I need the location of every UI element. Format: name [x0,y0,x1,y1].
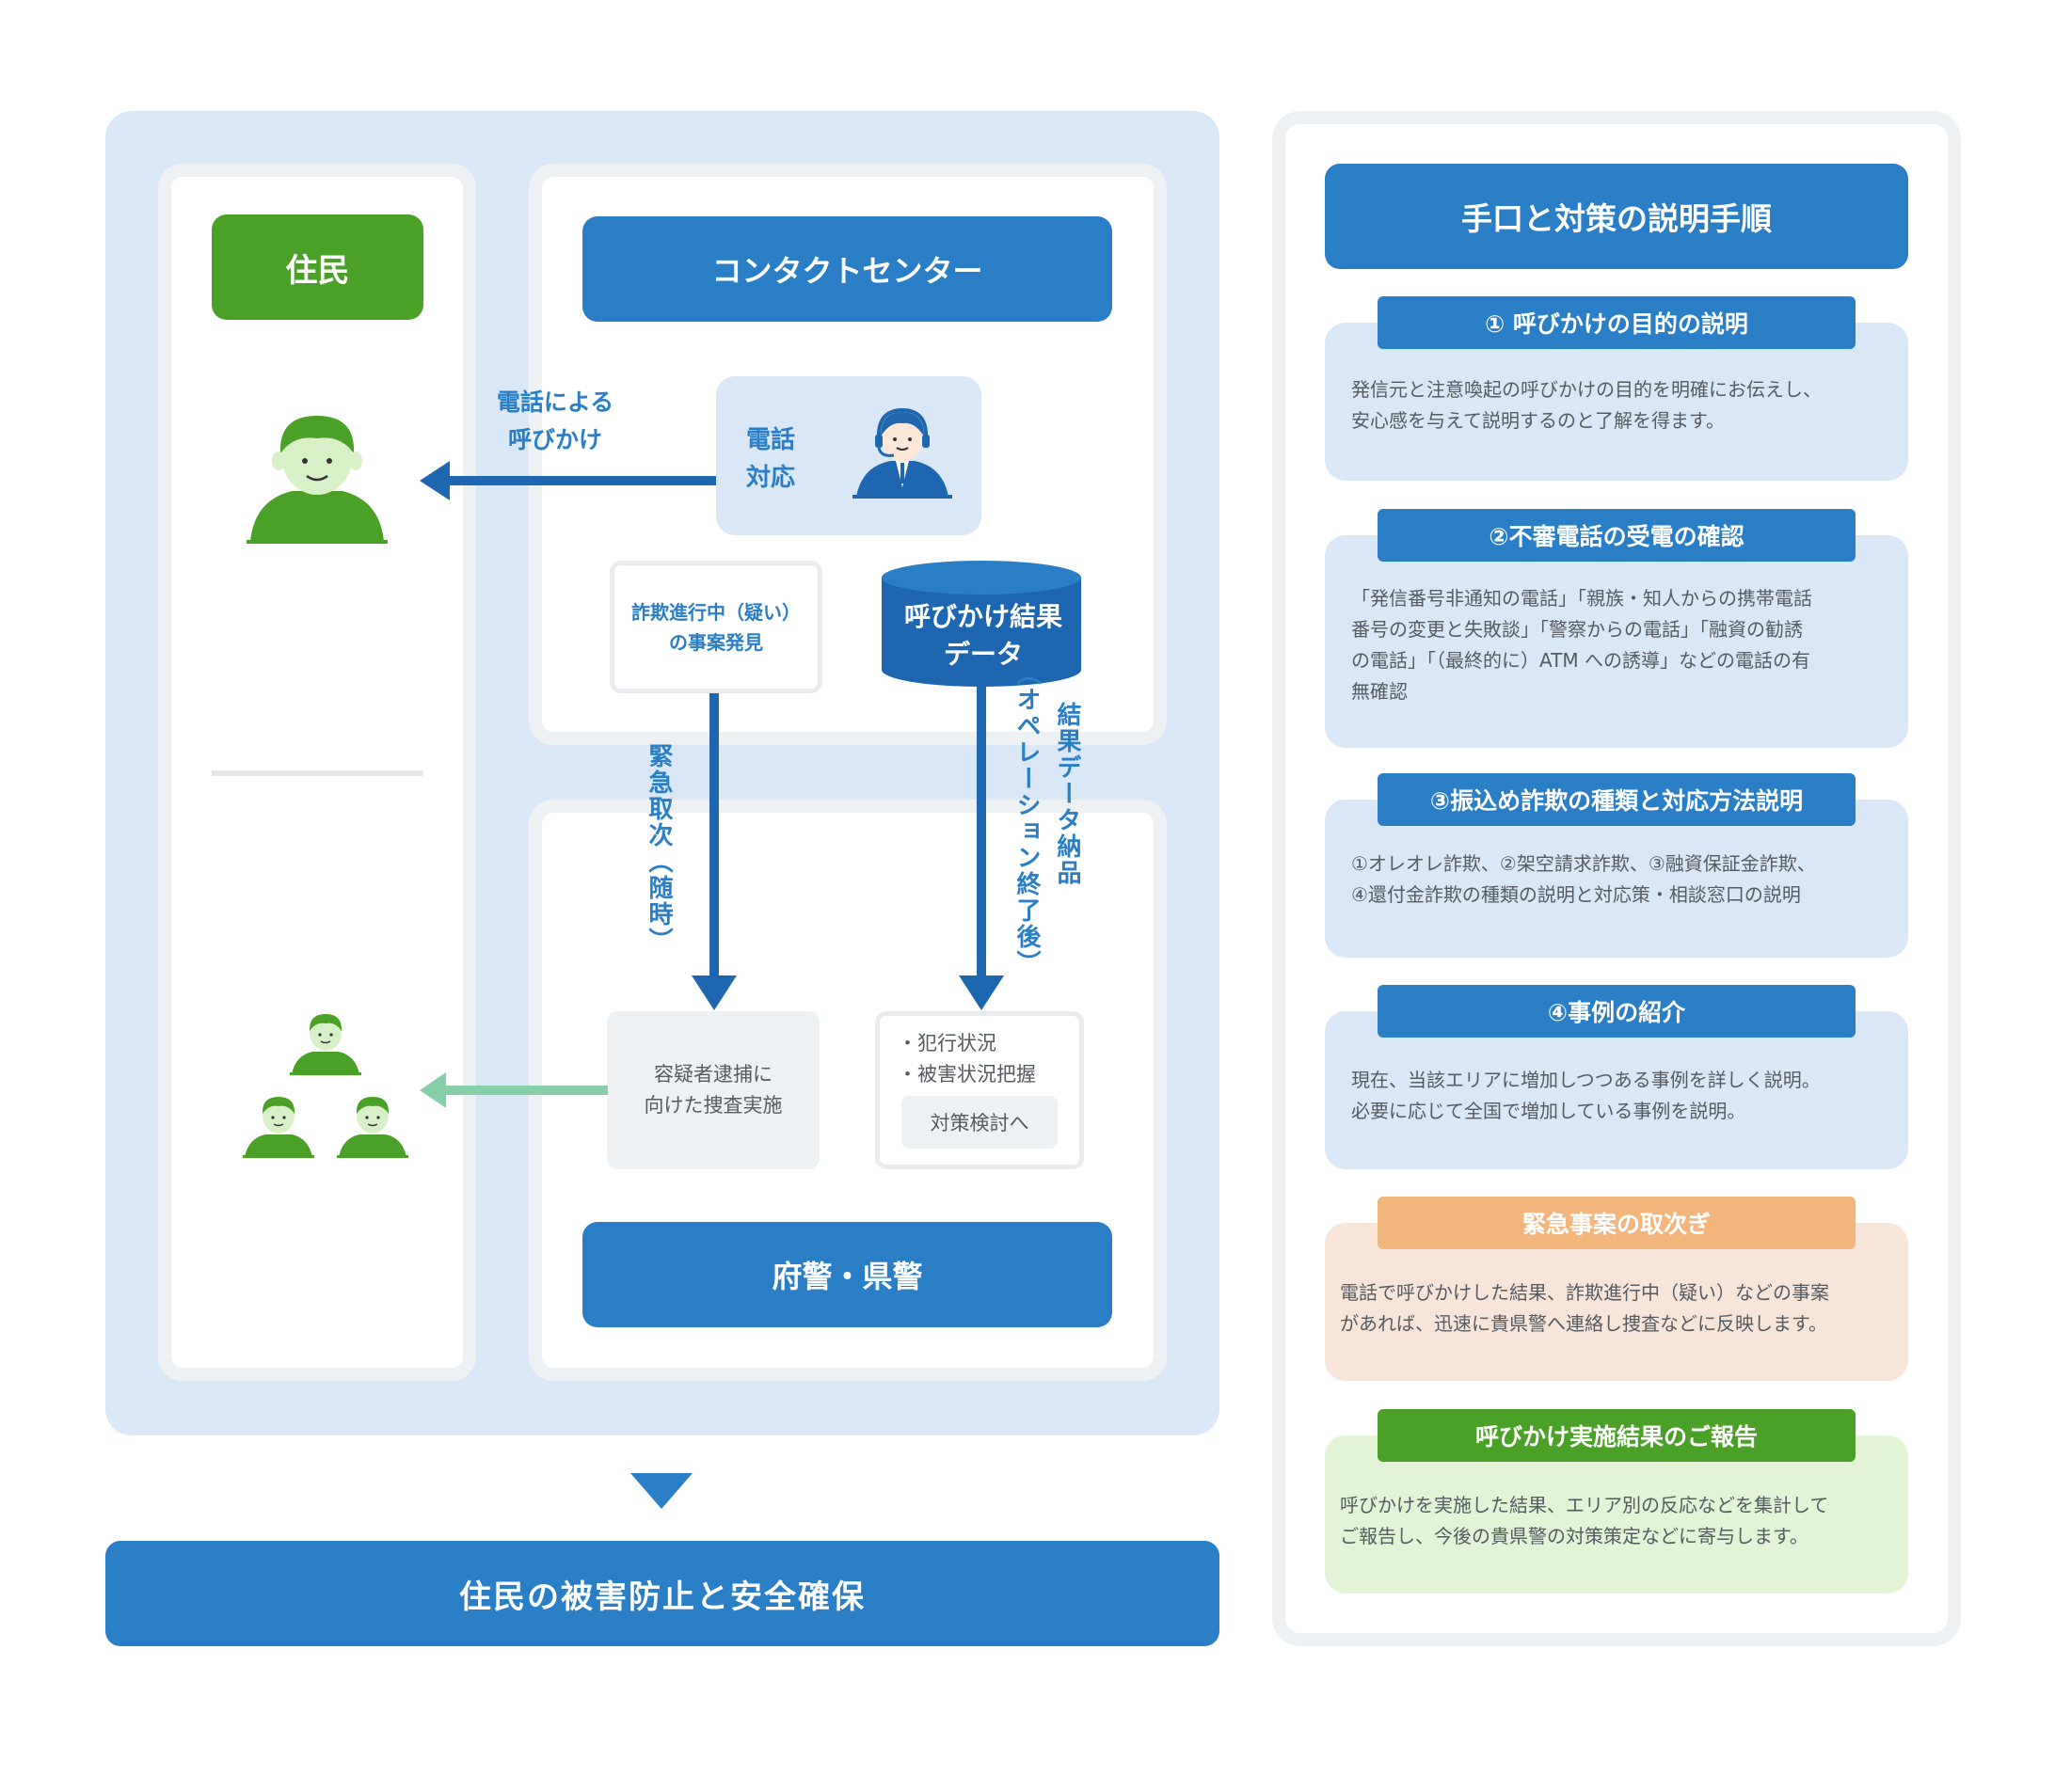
step-card-report [1325,1435,1908,1594]
explanation-title: 手口と対策の説明手順 [1325,164,1908,269]
step-text-fraud-types: ①オレオレ詐欺、②架空請求詐欺、③融資保証金詐欺、 ④還付金詐欺の種類の説明と対… [1351,852,1816,906]
step-tab-urgent-relay: 緊急事案の取次ぎ [1378,1197,1856,1249]
step-card-fraud-types [1325,800,1908,958]
phone-response-box [716,376,981,535]
urgent-relay-label: 緊急取次（随時） [645,743,673,954]
step-card-suspicious-call [1325,535,1908,748]
resident-group-icon [243,1014,408,1158]
step-tab-suspicious-call: ②不審電話の受電の確認 [1378,509,1856,562]
step-tab-case-examples: ④事例の紹介 [1378,985,1856,1038]
step-tab-fraud-types: ③振込め詐欺の種類と対応方法説明 [1378,773,1856,826]
operator-headset-icon [852,407,952,499]
step-text-suspicious-call: 「発信番号非通知の電話」「親族・知人からの携帯電話 番号の変更と失敗談」「警察か… [1351,587,1812,703]
step-text-report: 呼びかけを実施した結果、エリア別の反応などを集計して ご報告し、今後の貴県警の対… [1340,1494,1829,1547]
step-text-case-examples: 現在、当該エリアに増加しつつある事例を詳しく説明。 必要に応じて全国で増加してい… [1351,1069,1821,1122]
conclusion-banner: 住民の被害防止と安全確保 [105,1541,1219,1646]
database-cylinder-icon [882,561,1081,687]
result-data-label: 呼びかけ結果 データ [903,601,1062,670]
arrow-left-icon [420,461,717,500]
measure-review-label: 対策検討へ [901,1096,1058,1149]
investigation-box: 容疑者逮捕に 向けた捜査実施 [607,1011,820,1169]
result-delivery-label: 結果データ納品 （オペレーション終了後） [1012,660,1081,976]
step-card-urgent-relay [1325,1223,1908,1381]
phone-call-label: 電話による 呼びかけ [496,389,614,453]
contact-center-title: コンタクトセンター [582,216,1112,322]
resident-divider [212,770,423,776]
resident-person-icon [247,416,388,544]
triangle-down-icon [630,1473,693,1509]
step-tab-purpose: ① 呼びかけの目的の説明 [1378,296,1856,349]
step-card-purpose [1325,323,1908,481]
police-title: 府警・県警 [582,1222,1112,1327]
arrow-left-icon [420,1072,608,1108]
step-tab-report: 呼びかけ実施結果のご報告 [1378,1409,1856,1462]
arrow-down-icon [959,687,1004,1010]
resident-title: 住民 [212,214,423,320]
step-text-purpose: 発信元と注意喚起の呼びかけの目的を明確にお伝えし、 安心感を与えて説明するのと了… [1351,378,1822,432]
step-text-urgent-relay: 電話で呼びかけした結果、詐欺進行中（疑い）などの事案 があれば、迅速に貴県警へ連… [1340,1281,1829,1335]
fraud-found-box: 詐欺進行中（疑い） の事案発見 [610,561,822,693]
arrow-down-icon [692,693,737,1010]
phone-response-label: 電話 対応 [746,426,796,492]
result-items: ・犯行状況 ・被害状況把握 [898,1032,1036,1086]
step-card-case-examples [1325,1011,1908,1169]
